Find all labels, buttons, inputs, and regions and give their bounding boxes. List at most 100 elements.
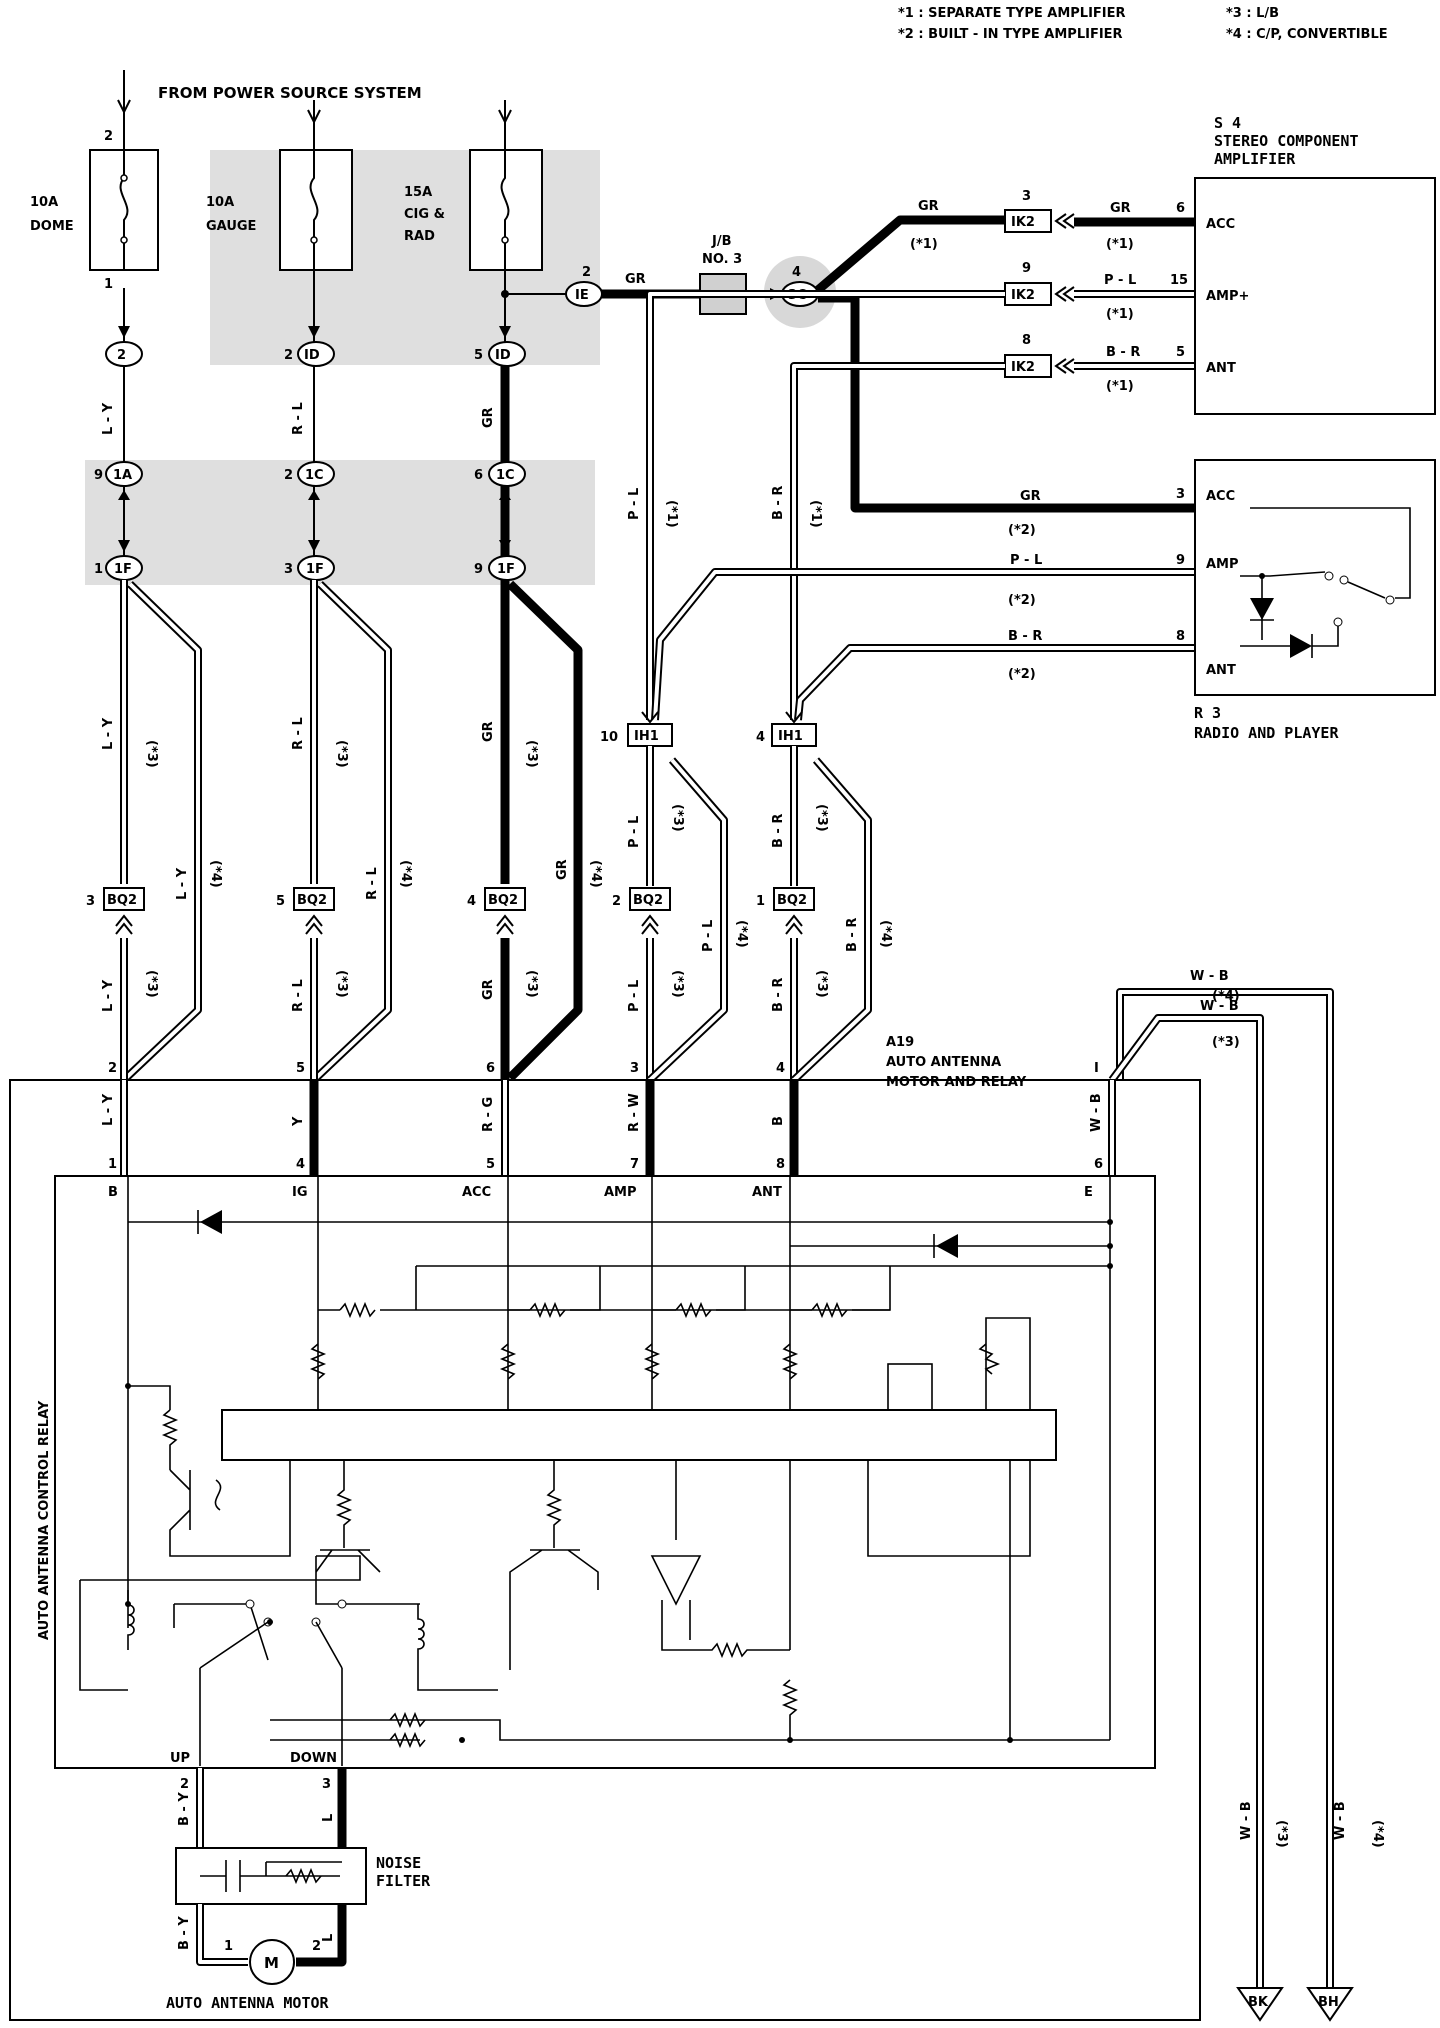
svg-text:AMP: AMP [604, 1185, 637, 1200]
svg-text:UP: UP [170, 1751, 190, 1766]
svg-text:AMP+: AMP+ [1206, 289, 1249, 304]
svg-text:IK2: IK2 [1011, 288, 1035, 303]
svg-text:2: 2 [312, 1939, 321, 1954]
legend-note-2: *2 : BUILT - IN TYPE AMPLIFIER [898, 27, 1123, 42]
svg-text:P - L: P - L [627, 488, 642, 520]
svg-text:R - W: R - W [627, 1093, 642, 1132]
svg-text:(*4): (*4) [208, 860, 223, 888]
svg-text:L - Y: L - Y [101, 979, 116, 1012]
svg-text:AMP: AMP [1206, 557, 1239, 572]
svg-text:IG: IG [292, 1185, 308, 1200]
svg-text:IE: IE [575, 288, 589, 303]
svg-text:10A: 10A [30, 195, 58, 210]
svg-text:M: M [264, 1954, 279, 1972]
svg-text:AMPLIFIER: AMPLIFIER [1214, 150, 1296, 168]
svg-text:(*2): (*2) [1008, 667, 1036, 682]
svg-text:P - L: P - L [627, 816, 642, 848]
fuse-dome: 2 10A DOME 1 [30, 70, 159, 292]
svg-text:(*4): (*4) [588, 860, 603, 888]
svg-text:MOTOR AND RELAY: MOTOR AND RELAY [886, 1075, 1027, 1090]
svg-text:BQ2: BQ2 [297, 893, 327, 908]
svg-text:2: 2 [612, 894, 621, 909]
svg-text:(*4): (*4) [734, 920, 749, 948]
svg-text:R 3: R 3 [1194, 704, 1221, 722]
svg-text:5: 5 [296, 1061, 305, 1076]
ground-bk-icon: BK [1236, 1987, 1284, 2022]
svg-text:L - Y: L - Y [175, 867, 190, 900]
connector-ih1-pl: IH1 10 [600, 723, 673, 747]
svg-text:3: 3 [1176, 487, 1185, 502]
svg-text:6: 6 [1176, 201, 1185, 216]
svg-text:(*1): (*1) [1106, 379, 1134, 394]
svg-text:A19: A19 [886, 1035, 914, 1050]
noise-filter: NOISE FILTER [175, 1847, 431, 1905]
svg-text:B: B [771, 1116, 786, 1126]
svg-text:6: 6 [474, 468, 483, 483]
connector-1c-gauge [297, 461, 335, 487]
svg-text:B: B [108, 1185, 118, 1200]
svg-text:B - R: B - R [845, 918, 860, 952]
svg-text:10: 10 [600, 730, 618, 745]
svg-text:5: 5 [474, 348, 483, 363]
svg-text:6: 6 [486, 1061, 495, 1076]
r3-radio: ACC AMP ANT R 3 RADIO AND PLAYER [1194, 459, 1436, 742]
svg-text:1A: 1A [113, 468, 132, 483]
svg-text:2: 2 [582, 265, 591, 280]
svg-text:2: 2 [104, 129, 113, 144]
svg-text:(*4): (*4) [398, 860, 413, 888]
svg-text:BQ2: BQ2 [107, 893, 137, 908]
legend-note-4: *4 : C/P, CONVERTIBLE [1226, 27, 1388, 42]
fuse-gauge: 10A GAUGE [206, 100, 353, 271]
svg-text:1F: 1F [114, 562, 132, 577]
svg-text:IK2: IK2 [1011, 360, 1035, 375]
svg-text:(*2): (*2) [1008, 523, 1036, 538]
svg-text:CIG &: CIG & [404, 207, 445, 222]
svg-text:GR: GR [1020, 489, 1041, 504]
svg-text:S 4: S 4 [1214, 114, 1241, 132]
legend-note-3: *3 : L/B [1226, 6, 1279, 21]
svg-text:2: 2 [117, 348, 126, 363]
svg-text:DOWN: DOWN [290, 1751, 337, 1766]
svg-text:7: 7 [630, 1157, 639, 1172]
svg-text:9: 9 [1176, 553, 1185, 568]
svg-text:AUTO ANTENNA: AUTO ANTENNA [886, 1055, 1001, 1070]
svg-text:(*4): (*4) [1212, 989, 1240, 1004]
svg-text:E: E [1084, 1185, 1093, 1200]
svg-text:(*4): (*4) [1370, 1820, 1385, 1848]
svg-text:1F: 1F [497, 562, 515, 577]
svg-text:BQ2: BQ2 [488, 893, 518, 908]
svg-text:ANT: ANT [1206, 663, 1236, 678]
svg-text:2: 2 [284, 468, 293, 483]
svg-text:15: 15 [1170, 273, 1188, 288]
svg-text:NOISE: NOISE [376, 1854, 421, 1872]
svg-text:GR: GR [1110, 201, 1131, 216]
svg-text:(*1): (*1) [664, 500, 679, 528]
svg-text:(*3): (*3) [144, 740, 159, 768]
svg-text:(*1): (*1) [1106, 237, 1134, 252]
svg-text:(*3): (*3) [334, 970, 349, 998]
svg-text:RAD: RAD [404, 229, 435, 244]
svg-text:9: 9 [1022, 261, 1031, 276]
svg-text:2: 2 [108, 1061, 117, 1076]
svg-text:RADIO AND PLAYER: RADIO AND PLAYER [1194, 724, 1339, 742]
svg-text:BK: BK [1248, 1995, 1269, 2010]
wire-label-ly-top: L - Y [101, 402, 116, 435]
svg-text:5: 5 [276, 894, 285, 909]
svg-text:P - L: P - L [1010, 553, 1042, 568]
svg-text:ACC: ACC [462, 1185, 491, 1200]
svg-text:P - L: P - L [1104, 273, 1136, 288]
svg-text:4: 4 [756, 730, 765, 745]
motor-label: AUTO ANTENNA MOTOR [166, 1994, 330, 2012]
svg-text:B - R: B - R [771, 814, 786, 848]
svg-text:B - R: B - R [771, 978, 786, 1012]
svg-text:P - L: P - L [701, 920, 716, 952]
svg-text:GR: GR [555, 859, 570, 880]
svg-text:(*3): (*3) [1274, 1820, 1289, 1848]
svg-text:AUTO ANTENNA CONTROL RELAY: AUTO ANTENNA CONTROL RELAY [37, 1400, 52, 1640]
svg-text:W - B: W - B [1239, 1801, 1254, 1840]
svg-text:1F: 1F [306, 562, 324, 577]
svg-text:B - R: B - R [1008, 629, 1042, 644]
svg-text:1: 1 [104, 277, 113, 292]
svg-text:(*1): (*1) [910, 237, 938, 252]
svg-text:W - B: W - B [1190, 969, 1229, 984]
